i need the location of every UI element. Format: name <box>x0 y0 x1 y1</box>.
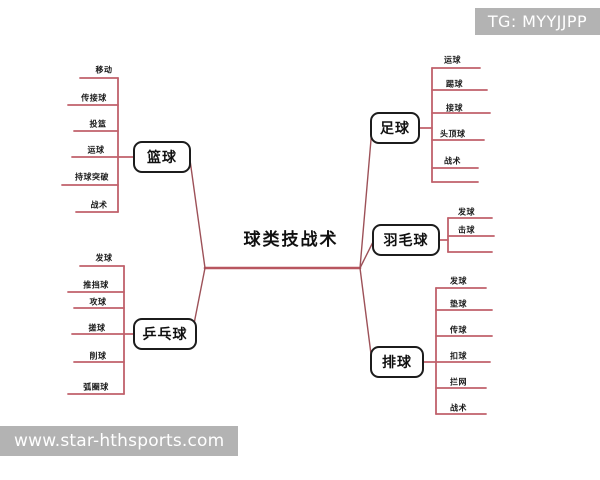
leaf-football-0[interactable]: 运球 <box>444 55 461 65</box>
leaf-football-4[interactable]: 战术 <box>444 156 461 166</box>
leaf-table-tennis-0[interactable]: 发球 <box>95 253 113 263</box>
leaf-badminton-0[interactable]: 发球 <box>458 207 475 217</box>
leaf-volleyball-0[interactable]: 发球 <box>450 276 467 286</box>
branch-node-badminton[interactable]: 羽毛球 <box>372 224 440 256</box>
leaf-table-tennis-3[interactable]: 搓球 <box>88 323 106 333</box>
branch-node-football[interactable]: 足球 <box>370 112 420 144</box>
leaf-badminton-1[interactable]: 击球 <box>458 225 475 235</box>
leaf-basketball-1[interactable]: 传接球 <box>81 93 107 103</box>
leaf-football-2[interactable]: 接球 <box>446 103 463 113</box>
branch-node-table-tennis[interactable]: 乒乓球 <box>133 318 197 350</box>
leaf-basketball-2[interactable]: 投篮 <box>89 119 107 129</box>
leaf-basketball-5[interactable]: 战术 <box>90 200 108 210</box>
leaf-volleyball-3[interactable]: 扣球 <box>450 351 467 361</box>
leaf-table-tennis-2[interactable]: 攻球 <box>89 297 107 307</box>
leaf-football-3[interactable]: 头顶球 <box>440 129 466 139</box>
leaf-table-tennis-4[interactable]: 削球 <box>89 351 107 361</box>
leaf-football-1[interactable]: 踢球 <box>446 79 463 89</box>
leaf-basketball-3[interactable]: 运球 <box>87 145 105 155</box>
telegram-handle-badge: TG: MYYJJPP <box>474 8 600 35</box>
leaf-volleyball-2[interactable]: 传球 <box>450 325 467 335</box>
leaf-basketball-4[interactable]: 持球突破 <box>75 172 109 182</box>
leaf-table-tennis-1[interactable]: 推挡球 <box>83 280 109 290</box>
leaf-table-tennis-5[interactable]: 弧圈球 <box>83 382 109 392</box>
leaf-basketball-0[interactable]: 移动 <box>95 65 113 75</box>
leaf-volleyball-4[interactable]: 拦网 <box>450 377 467 387</box>
leaf-volleyball-5[interactable]: 战术 <box>450 403 467 413</box>
leaf-volleyball-1[interactable]: 垫球 <box>450 299 467 309</box>
branch-node-volleyball[interactable]: 排球 <box>370 346 424 378</box>
site-watermark: www.star-hthsports.com <box>0 426 239 456</box>
branch-node-basketball[interactable]: 篮球 <box>133 141 191 173</box>
center-node-ball-sports-tactics[interactable]: 球类技战术 <box>243 229 339 250</box>
